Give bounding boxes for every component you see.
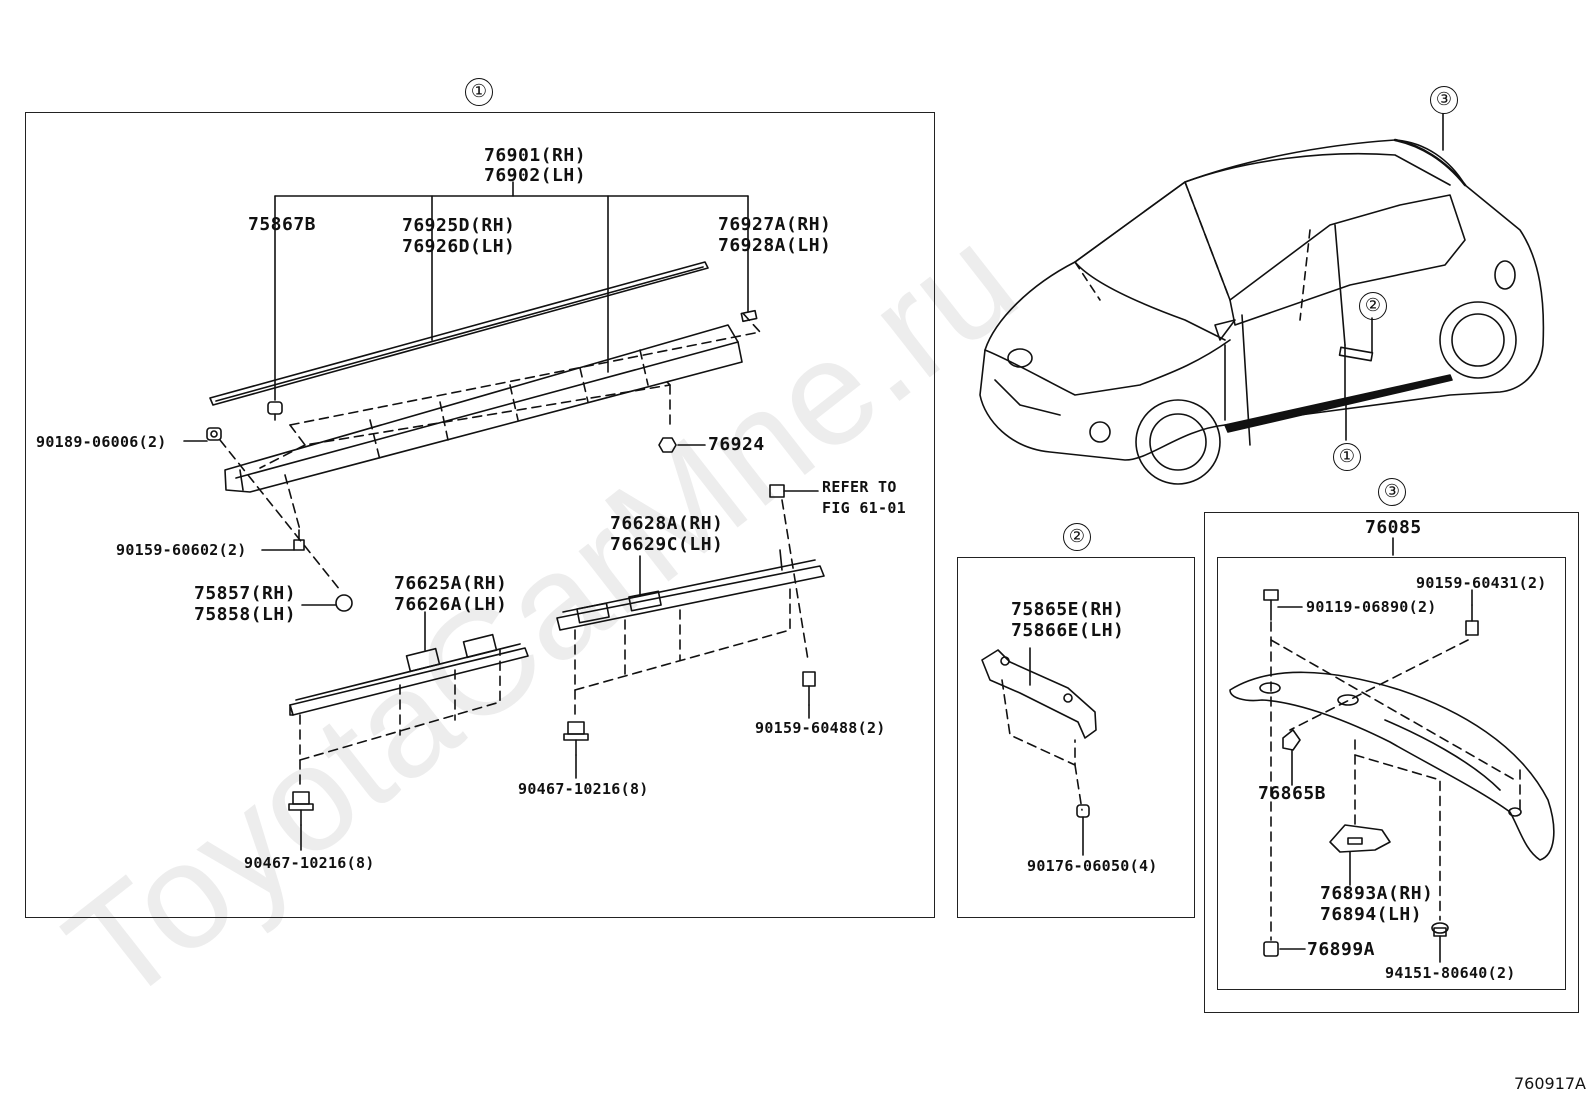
label-fig-61-01: FIG 61-01: [822, 499, 906, 517]
group3-inner-frame: [1217, 557, 1566, 990]
car-marker-g3: ③: [1430, 86, 1458, 114]
label-76901: 76901(RH): [484, 145, 587, 166]
group3-marker: ③: [1378, 478, 1406, 506]
rocker-moulding: [224, 324, 743, 493]
bolt-90159-60431: [1465, 604, 1479, 636]
label-90159-60431: 90159-60431(2): [1416, 574, 1547, 592]
label-76927a: 76927A(RH): [718, 214, 832, 235]
bracket-75865e-dashes: [1001, 679, 1083, 811]
label-76902: 76902(LH): [484, 165, 587, 186]
spoiler-dashes: [1270, 621, 1521, 941]
label-90467-10216-b: 90467-10216(8): [518, 780, 649, 798]
label-90467-10216-a: 90467-10216(8): [244, 854, 375, 872]
bolt-90119: [1263, 589, 1279, 621]
bracket-76628a: [556, 549, 825, 631]
label-90189: 90189-06006(2): [36, 433, 167, 451]
label-75867b: 75867B: [248, 214, 317, 235]
label-75858: 75858(LH): [194, 604, 297, 625]
group2-marker: ②: [1063, 523, 1091, 551]
label-76625a: 76625A(RH): [394, 573, 508, 594]
mounting-dashes: [219, 309, 761, 591]
label-76626a: 76626A(LH): [394, 594, 508, 615]
label-76928a: 76928A(LH): [718, 235, 832, 256]
label-76899a: 76899A: [1307, 939, 1376, 960]
label-90176-06050: 90176-06050(4): [1027, 857, 1158, 875]
label-90159-60488: 90159-60488(2): [755, 719, 886, 737]
bracket-76625a: [289, 633, 529, 716]
label-refer-to: REFER TO: [822, 478, 897, 496]
label-76629c: 76629C(LH): [610, 534, 724, 555]
bracket-75865e: [981, 649, 1097, 739]
group1-marker: ①: [465, 78, 493, 106]
label-76925d: 76925D(RH): [402, 215, 516, 236]
label-75865e: 75865E(RH): [1011, 599, 1125, 620]
clip-90189: [206, 427, 222, 441]
bracket-76625a-dashes: [299, 649, 501, 791]
diagram-code: 760917A: [1513, 1074, 1586, 1093]
label-75857: 75857(RH): [194, 583, 297, 604]
car-marker-g1: ①: [1333, 443, 1361, 471]
group2-frame: [957, 557, 1195, 918]
spoiler-76085: [1229, 671, 1555, 861]
bracket-76628a-dashes: [574, 499, 809, 721]
clip-75867b: [267, 401, 283, 421]
bracket-76893a: [1329, 824, 1391, 853]
bolt-90159-60488: [802, 671, 816, 706]
label-76924: 76924: [708, 434, 765, 455]
group3-outer-frame: [1204, 512, 1579, 1013]
label-76893a: 76893A(RH): [1320, 883, 1434, 904]
screw-90159-60602: [293, 529, 305, 551]
clip-76899a: [1263, 941, 1279, 957]
label-90159-60602: 90159-60602(2): [116, 541, 247, 559]
nut-76924: [658, 437, 677, 453]
car-marker-g2: ②: [1359, 292, 1387, 320]
label-76085: 76085: [1365, 517, 1422, 538]
moulding-strip: [209, 261, 709, 406]
fastener-90467-a: [288, 791, 314, 826]
label-76926d: 76926D(LH): [402, 236, 516, 257]
clip-76865b: [1282, 729, 1301, 751]
label-76865b: 76865B: [1258, 783, 1327, 804]
label-76628a: 76628A(RH): [610, 513, 724, 534]
label-94151-80640: 94151-80640(2): [1385, 964, 1516, 982]
car-outline: [979, 138, 1545, 485]
car-dashes: [1074, 181, 1311, 321]
label-90119-06890: 90119-06890(2): [1306, 598, 1437, 616]
fastener-90467-b: [563, 721, 589, 756]
group1-frame: [25, 112, 935, 918]
label-75866e: 75866E(LH): [1011, 620, 1125, 641]
cap-75857: [335, 594, 353, 612]
label-76894: 76894(LH): [1320, 904, 1423, 925]
